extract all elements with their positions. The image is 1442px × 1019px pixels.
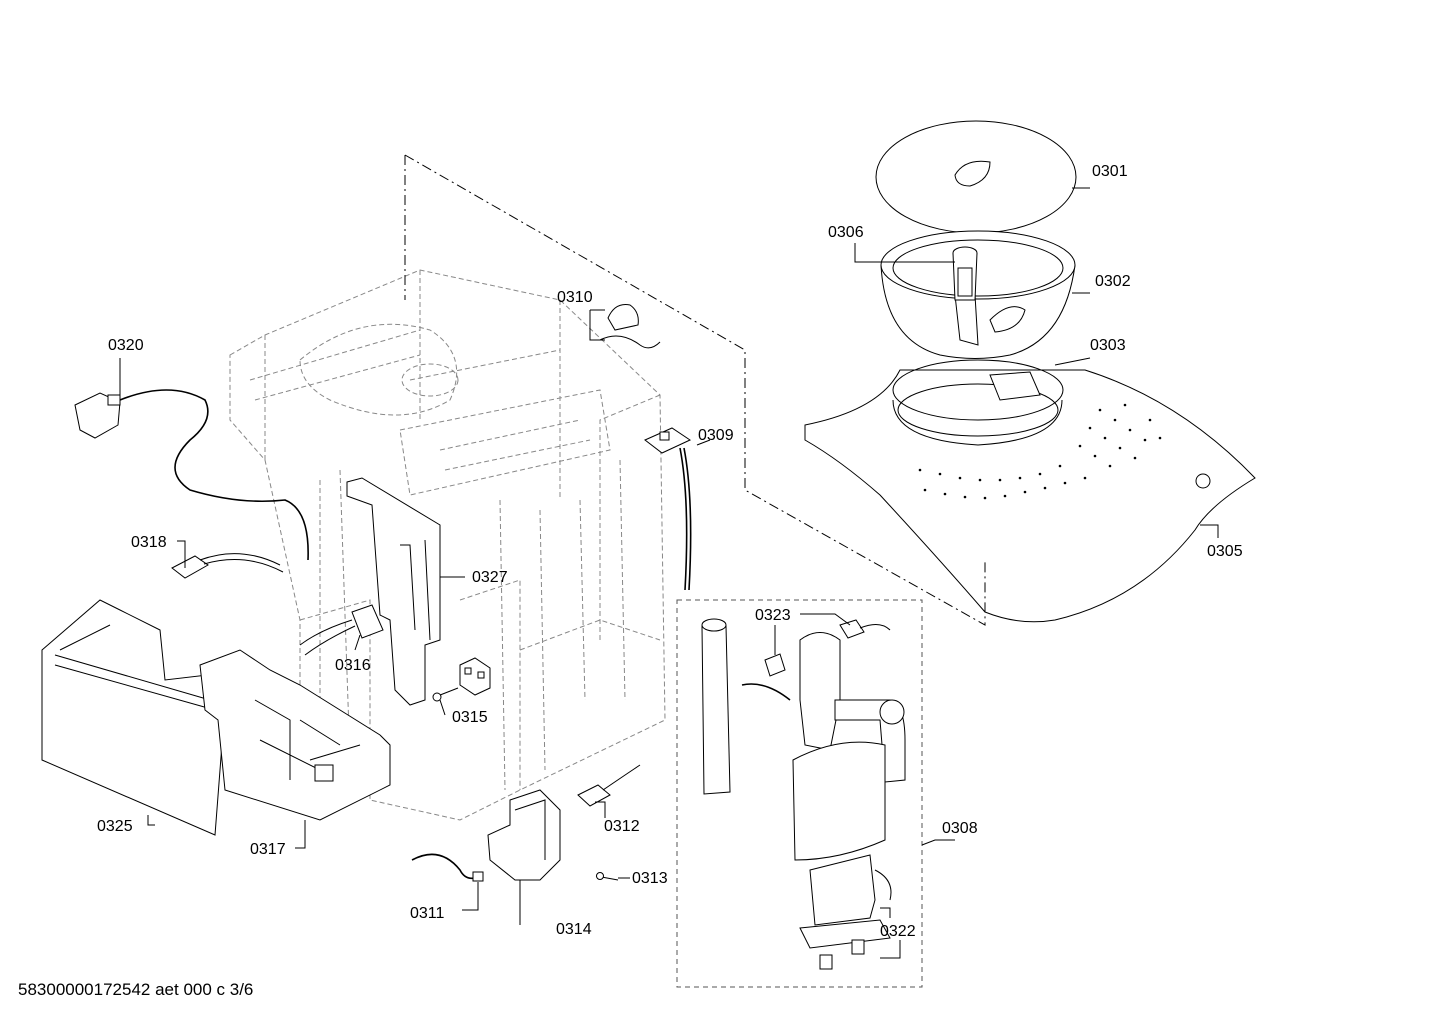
- power-cord-part-0320: [74, 389, 309, 561]
- pump-assembly-part-0308: [701, 618, 906, 970]
- leader-lines: [119, 187, 1219, 959]
- bracket-part-0327: [346, 477, 441, 706]
- callout-0327: 0327: [472, 569, 508, 586]
- callout-0320: 0320: [108, 337, 144, 354]
- sensor-board-part-0309: [644, 427, 692, 591]
- callout-0323: 0323: [755, 607, 791, 624]
- water-tray-part-0317: [199, 649, 391, 821]
- callout-0306: 0306: [828, 224, 864, 241]
- callout-0301: 0301: [1092, 163, 1128, 180]
- callout-0322: 0322: [880, 923, 916, 940]
- callout-0305: 0305: [1207, 543, 1243, 560]
- cover-perforation-dots: [918, 403, 1162, 500]
- callout-0313: 0313: [632, 870, 668, 887]
- sensor-part-0310: [599, 304, 661, 349]
- callout-0309: 0309: [698, 427, 734, 444]
- callout-0303: 0303: [1090, 337, 1126, 354]
- sensor-part-0316: [299, 604, 384, 656]
- callout-0310: 0310: [557, 289, 593, 306]
- sensor-part-0318: [171, 553, 284, 579]
- callout-0312: 0312: [604, 818, 640, 835]
- screw-part-0313: [595, 872, 619, 881]
- callout-0316: 0316: [335, 657, 371, 674]
- callout-0315: 0315: [452, 709, 488, 726]
- switch-part-0312: [577, 764, 641, 807]
- callout-0318: 0318: [131, 534, 167, 551]
- callout-0308: 0308: [942, 820, 978, 837]
- callout-0325: 0325: [97, 818, 133, 835]
- housing-ghost-outline: [229, 269, 666, 821]
- callout-0314: 0314: [556, 921, 592, 938]
- grinder-ring-part-0303: [892, 359, 1064, 446]
- callout-0311: 0311: [410, 905, 445, 922]
- spindle-part-0306: [952, 246, 978, 301]
- callout-0302: 0302: [1095, 273, 1131, 290]
- sensor-part-0311: [411, 853, 484, 882]
- assembly-reference-lines: [404, 154, 986, 988]
- holder-part-0314: [487, 789, 561, 881]
- callout-0317: 0317: [250, 841, 286, 858]
- callout-labels: 0301 0302 0303 0305 0306 0308 0309 0310 …: [97, 163, 1243, 940]
- connector-part-0315: [432, 657, 491, 702]
- top-cover-part-0305: [804, 369, 1256, 623]
- bean-container-part-0302: [880, 230, 1076, 359]
- document-id: 58300000172542 aet 000 c 3/6: [18, 980, 254, 999]
- lid-part-0301: [875, 120, 1077, 234]
